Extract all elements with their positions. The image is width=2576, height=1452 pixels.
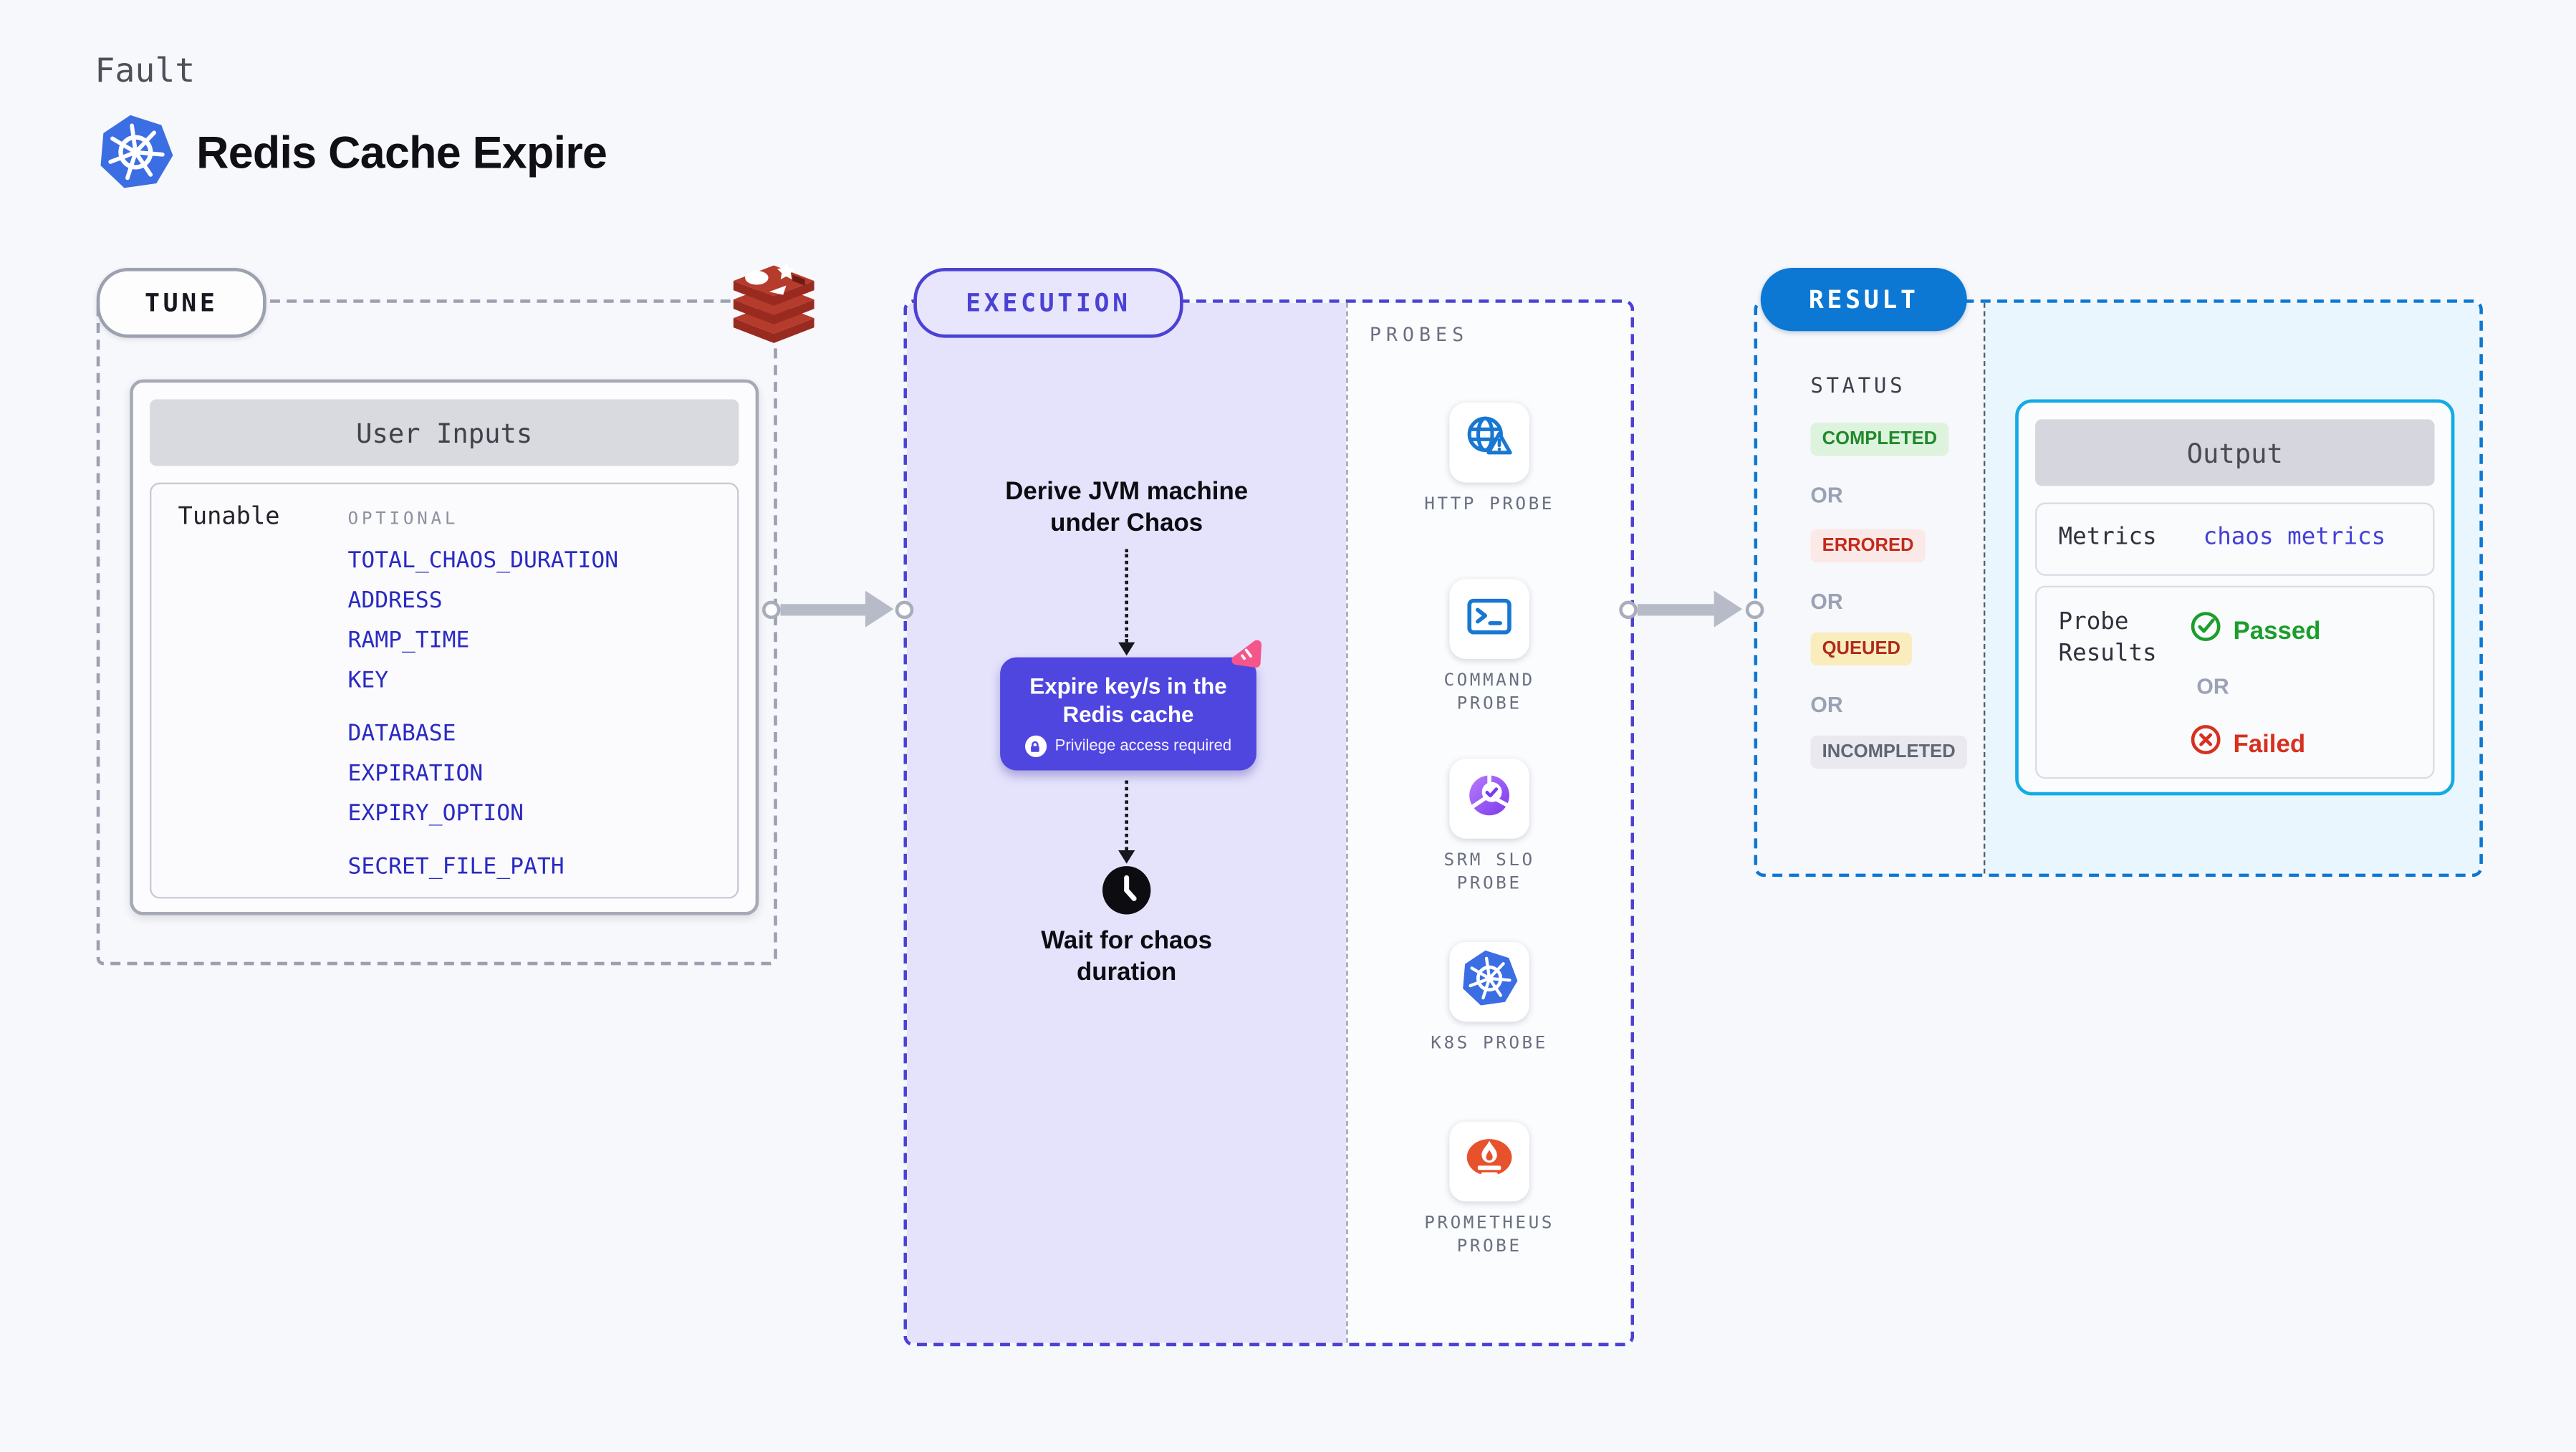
param-group-gap: [348, 701, 724, 714]
probe-results-row: Probe Results Passed OR: [2035, 585, 2435, 779]
failed-label: Failed: [2233, 729, 2306, 759]
status-badge-completed: COMPLETED: [1810, 423, 1949, 456]
probe-label: HTTP PROBE: [1424, 494, 1554, 514]
param-link[interactable]: RAMP_TIME: [347, 627, 470, 654]
flow-arrow-line: [1637, 603, 1714, 615]
status-badge-errored: ERRORED: [1810, 529, 1926, 563]
param-link[interactable]: TOTAL_CHAOS_DURATION: [347, 547, 619, 574]
param-link[interactable]: EXPIRATION: [347, 760, 484, 787]
probe-label: PROMETHEUS PROBE: [1424, 1213, 1554, 1256]
tune-section: [96, 299, 777, 966]
execution-badge: EXECUTION: [913, 268, 1183, 338]
param-link[interactable]: SECRET_FILE_PATH: [347, 853, 564, 880]
connector-node: [1618, 600, 1637, 618]
page-title: Redis Cache Expire: [196, 128, 607, 178]
connector-node: [894, 600, 913, 618]
failed-result: Failed: [2190, 724, 2305, 764]
param-group-gap: [348, 834, 724, 847]
passed-label: Passed: [2233, 616, 2321, 645]
tunable-row-label: Tunable: [178, 504, 280, 532]
chaos-action-box[interactable]: Expire key/s in the Redis cache Privileg…: [1000, 657, 1256, 771]
dotted-connector: [1125, 780, 1128, 851]
parameter-list: TOTAL_CHAOS_DURATION ADDRESS RAMP_TIME K…: [348, 541, 724, 887]
command-probe-icon: [1461, 587, 1518, 652]
k8s-probe-card: [1449, 941, 1529, 1022]
probe-label: SRM SLO PROBE: [1443, 850, 1535, 894]
tune-badge: TUNE: [96, 268, 266, 338]
output-title: Output: [2035, 419, 2435, 486]
metrics-label: Metrics: [2058, 524, 2157, 551]
status-badge-incompleted: INCOMPLETED: [1810, 735, 1967, 769]
status-or: OR: [1810, 589, 1843, 615]
probe-label: K8S PROBE: [1431, 1033, 1548, 1054]
execution-section: PROBES HTTP PROBE: [903, 299, 1635, 1347]
x-circle-icon: [2190, 724, 2221, 764]
kubernetes-icon: [98, 115, 173, 190]
output-card: Output Metrics chaos metrics Probe Resul…: [2015, 399, 2455, 796]
param-link[interactable]: KEY: [347, 667, 389, 694]
redis-icon: [727, 253, 820, 346]
flow-arrow-line: [780, 603, 865, 615]
param-link[interactable]: EXPIRY_OPTION: [347, 800, 524, 827]
connector-node: [761, 600, 780, 618]
wait-step-text: Wait for chaos duration: [1041, 926, 1213, 987]
param-link[interactable]: DATABASE: [347, 720, 456, 748]
dotted-connector: [1125, 549, 1128, 643]
http-probe-icon: [1461, 410, 1518, 476]
dotted-arrow-head: [1118, 642, 1135, 656]
status-or: OR: [1810, 482, 1843, 508]
connector-node: [1744, 600, 1764, 618]
probes-panel-label: PROBES: [1369, 322, 1469, 347]
check-circle-icon: [2190, 611, 2221, 651]
fault-kicker: Fault: [95, 49, 196, 90]
flow-arrow-head: [865, 590, 894, 628]
user-inputs-card: User Inputs Tunable OPTIONAL TOTAL_CHAOS…: [130, 379, 759, 915]
k8s-probe-icon: [1461, 949, 1518, 1014]
result-section: STATUS COMPLETED OR ERRORED OR QUEUED OR…: [1754, 299, 2483, 878]
passed-result: Passed: [2190, 611, 2321, 651]
prometheus-probe-card: [1449, 1121, 1529, 1202]
status-column-label: STATUS: [1810, 372, 1906, 398]
probe-results-label: Probe Results: [2058, 609, 2157, 668]
probe-label: COMMAND PROBE: [1443, 670, 1535, 714]
param-link[interactable]: ADDRESS: [347, 587, 443, 615]
output-or: OR: [2196, 673, 2229, 699]
lock-icon: [1024, 735, 1047, 757]
clock-icon: [1102, 865, 1152, 915]
prometheus-probe-icon: [1461, 1129, 1518, 1194]
derive-step-text: Derive JVM machine under Chaos: [1005, 477, 1249, 538]
chaos-action-title: Expire key/s in the Redis cache: [1029, 673, 1227, 728]
chaos-icon: [1226, 633, 1267, 675]
status-badge-queued: QUEUED: [1810, 632, 1913, 666]
srm-slo-probe-card: [1449, 759, 1529, 839]
result-badge: RESULT: [1760, 268, 1967, 332]
command-probe-card: [1449, 579, 1529, 659]
http-probe-card: [1449, 403, 1529, 483]
privilege-note: Privilege access required: [1000, 735, 1256, 757]
user-inputs-table: Tunable OPTIONAL TOTAL_CHAOS_DURATION AD…: [150, 482, 739, 899]
user-inputs-title: User Inputs: [150, 399, 739, 466]
flow-arrow-head: [1714, 590, 1743, 628]
metrics-row: Metrics chaos metrics: [2035, 502, 2435, 576]
dotted-arrow-head: [1118, 850, 1135, 864]
status-or: OR: [1810, 692, 1843, 718]
probes-panel: PROBES HTTP PROBE: [1346, 302, 1631, 1343]
optional-column-header: OPTIONAL: [347, 509, 459, 529]
metrics-value: chaos metrics: [2203, 524, 2386, 551]
srm-slo-probe-icon: [1461, 766, 1518, 832]
